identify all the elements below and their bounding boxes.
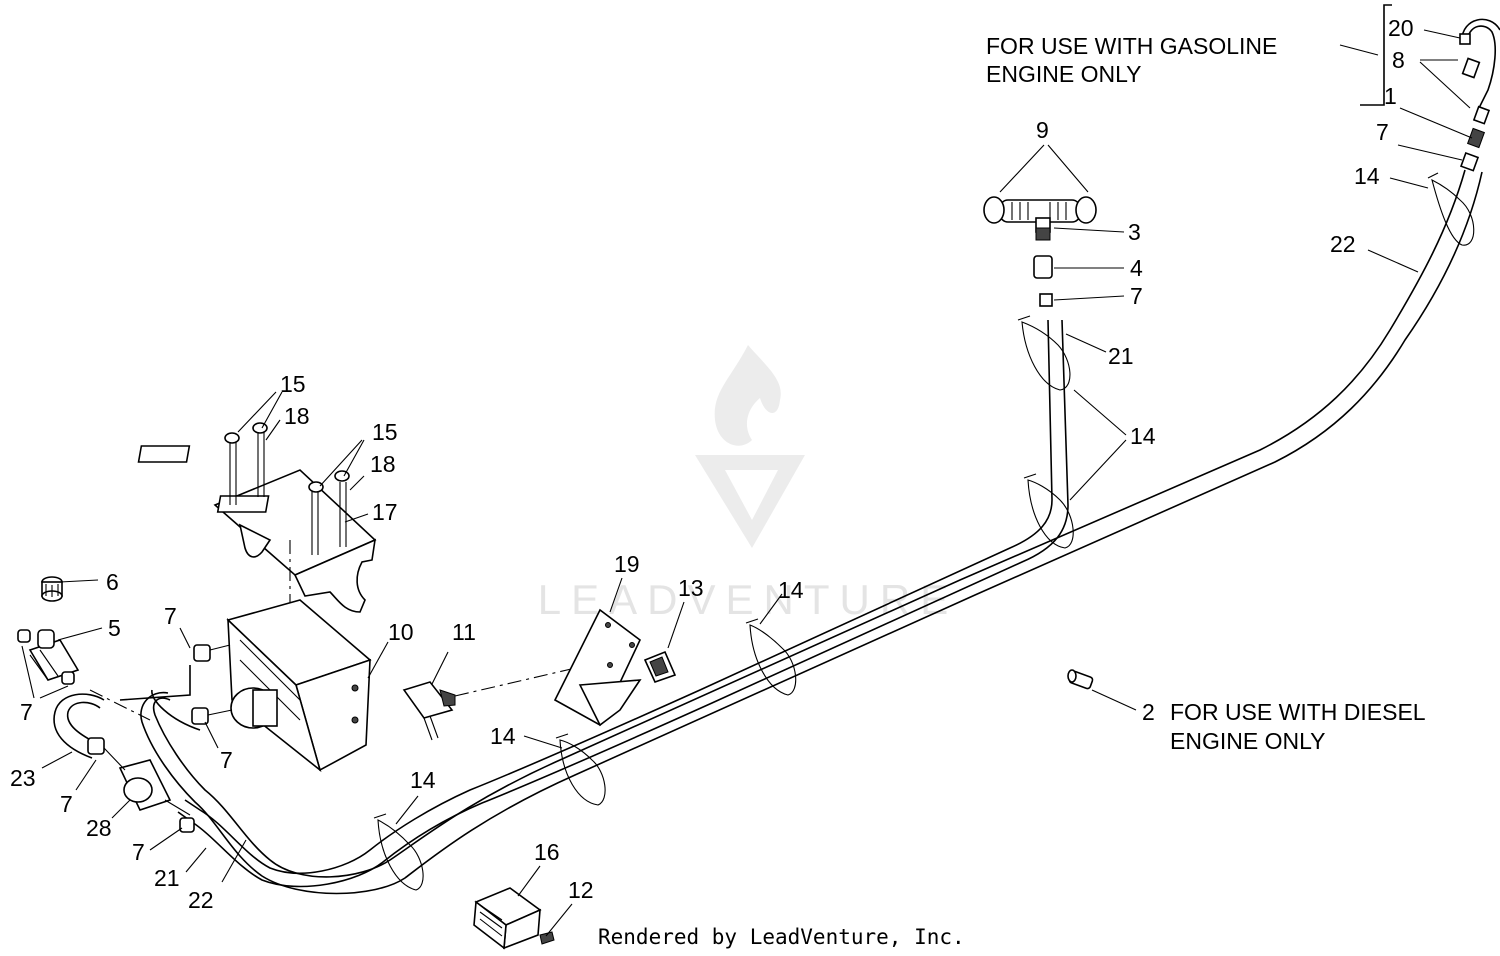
callout-11: 11 xyxy=(452,619,476,645)
callout-14-mid: 14 xyxy=(778,577,804,603)
callout-12: 12 xyxy=(568,877,594,903)
callout-17: 17 xyxy=(372,499,398,525)
callout-7-top: 7 xyxy=(1376,119,1389,145)
clamp-14-mid xyxy=(373,618,797,891)
hose-20 xyxy=(1459,18,1500,111)
callout-14-tee: 14 xyxy=(1130,423,1156,449)
bracket-17 xyxy=(137,422,377,613)
valve-to-hose-line xyxy=(89,689,151,721)
tube-22-main xyxy=(140,169,1483,895)
rocker-switch-13 xyxy=(643,650,677,683)
fitting-2-diesel xyxy=(1067,669,1094,690)
callout-28: 28 xyxy=(86,815,112,841)
callout-7-hose: 7 xyxy=(60,791,73,817)
leader-lines xyxy=(21,29,1473,937)
hose-23 xyxy=(53,693,105,759)
callout-20: 20 xyxy=(1388,15,1414,41)
callout-14-bottom: 14 xyxy=(410,767,436,793)
connector-16 xyxy=(473,887,542,950)
gasoline-bracket xyxy=(1360,4,1392,106)
callout-15-left: 15 xyxy=(280,371,306,397)
knob-6 xyxy=(41,576,63,602)
callout-21-bottom: 21 xyxy=(154,865,180,891)
callout-7-heater-top: 7 xyxy=(164,603,177,629)
note-diesel-line2: ENGINE ONLY xyxy=(1170,728,1326,754)
fittings-8-1-7-top xyxy=(1460,57,1491,172)
callout-7-valve: 7 xyxy=(20,699,33,725)
callout-21-top: 21 xyxy=(1108,343,1134,369)
callout-14-lower: 14 xyxy=(490,723,516,749)
heater-core-10 xyxy=(226,599,372,773)
switch-11 xyxy=(402,681,456,741)
callout-5: 5 xyxy=(108,615,121,641)
footer-credit: Rendered by LeadVenture, Inc. xyxy=(598,925,965,949)
tube-21-main xyxy=(177,319,1069,888)
callout-4: 4 xyxy=(1130,255,1143,281)
callout-15-right: 15 xyxy=(372,419,398,445)
clamp-14-tee xyxy=(1017,315,1074,549)
valve-5 xyxy=(17,629,80,685)
tee-fitting-9 xyxy=(983,196,1097,233)
callout-10: 10 xyxy=(388,619,414,645)
callout-7-bottom: 7 xyxy=(132,839,145,865)
terminal-12 xyxy=(539,931,555,945)
callout-2: 2 xyxy=(1142,699,1155,725)
callout-23: 23 xyxy=(10,765,36,791)
watermark-logo xyxy=(695,345,805,548)
callout-9: 9 xyxy=(1036,117,1049,143)
callout-8: 8 xyxy=(1392,47,1405,73)
note-gasoline-line2: ENGINE ONLY xyxy=(986,61,1142,87)
callout-19: 19 xyxy=(614,551,640,577)
callout-7-tee: 7 xyxy=(1130,283,1143,309)
callout-13: 13 xyxy=(678,575,704,601)
plate-19 xyxy=(553,608,642,727)
gasoline-note-leader xyxy=(1339,44,1379,56)
valve-28 xyxy=(87,737,195,833)
callout-22-bottom: 22 xyxy=(188,887,214,913)
callout-6: 6 xyxy=(106,569,119,595)
fitting-3-4-7-tee xyxy=(1033,227,1053,307)
callout-1: 1 xyxy=(1384,83,1397,109)
note-diesel-line1: FOR USE WITH DIESEL xyxy=(1170,699,1426,725)
heater-hose-fittings xyxy=(119,644,233,731)
note-gasoline-line1: FOR USE WITH GASOLINE xyxy=(986,33,1277,59)
callout-7-heater-bottom: 7 xyxy=(220,747,233,773)
callout-22-top: 22 xyxy=(1330,231,1356,257)
callout-14-top: 14 xyxy=(1354,163,1380,189)
callout-16: 16 xyxy=(534,839,560,865)
clamp-14-top-right xyxy=(1427,172,1475,246)
callout-3: 3 xyxy=(1128,219,1141,245)
callout-18-left: 18 xyxy=(284,403,310,429)
callout-18-right: 18 xyxy=(370,451,396,477)
